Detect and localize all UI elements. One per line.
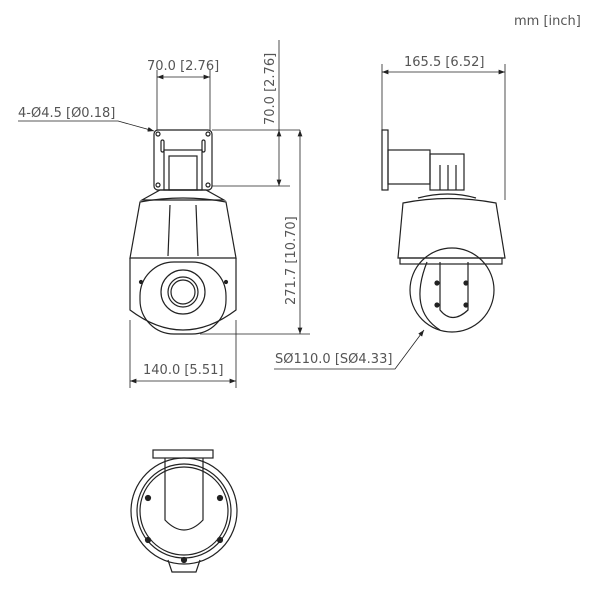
front-dimensions xyxy=(18,40,310,388)
bottom-view xyxy=(130,449,238,573)
total-height-label: 271.7 [10.70] xyxy=(284,216,299,305)
mount-holes-label: 4-Ø4.5 [Ø0.18] xyxy=(18,106,115,121)
side-dimensions xyxy=(274,64,506,370)
bracket-height-label: 70.0 [2.76] xyxy=(263,53,278,125)
body-width-label: 140.0 [5.51] xyxy=(143,363,223,378)
side-depth-label: 165.5 [6.52] xyxy=(404,55,484,70)
units-label: mm [inch] xyxy=(514,14,581,29)
front-view xyxy=(129,129,237,335)
bracket-width-label: 70.0 [2.76] xyxy=(147,59,219,74)
side-view xyxy=(381,129,506,333)
sphere-diameter-label: SØ110.0 [SØ4.33] xyxy=(275,352,392,367)
